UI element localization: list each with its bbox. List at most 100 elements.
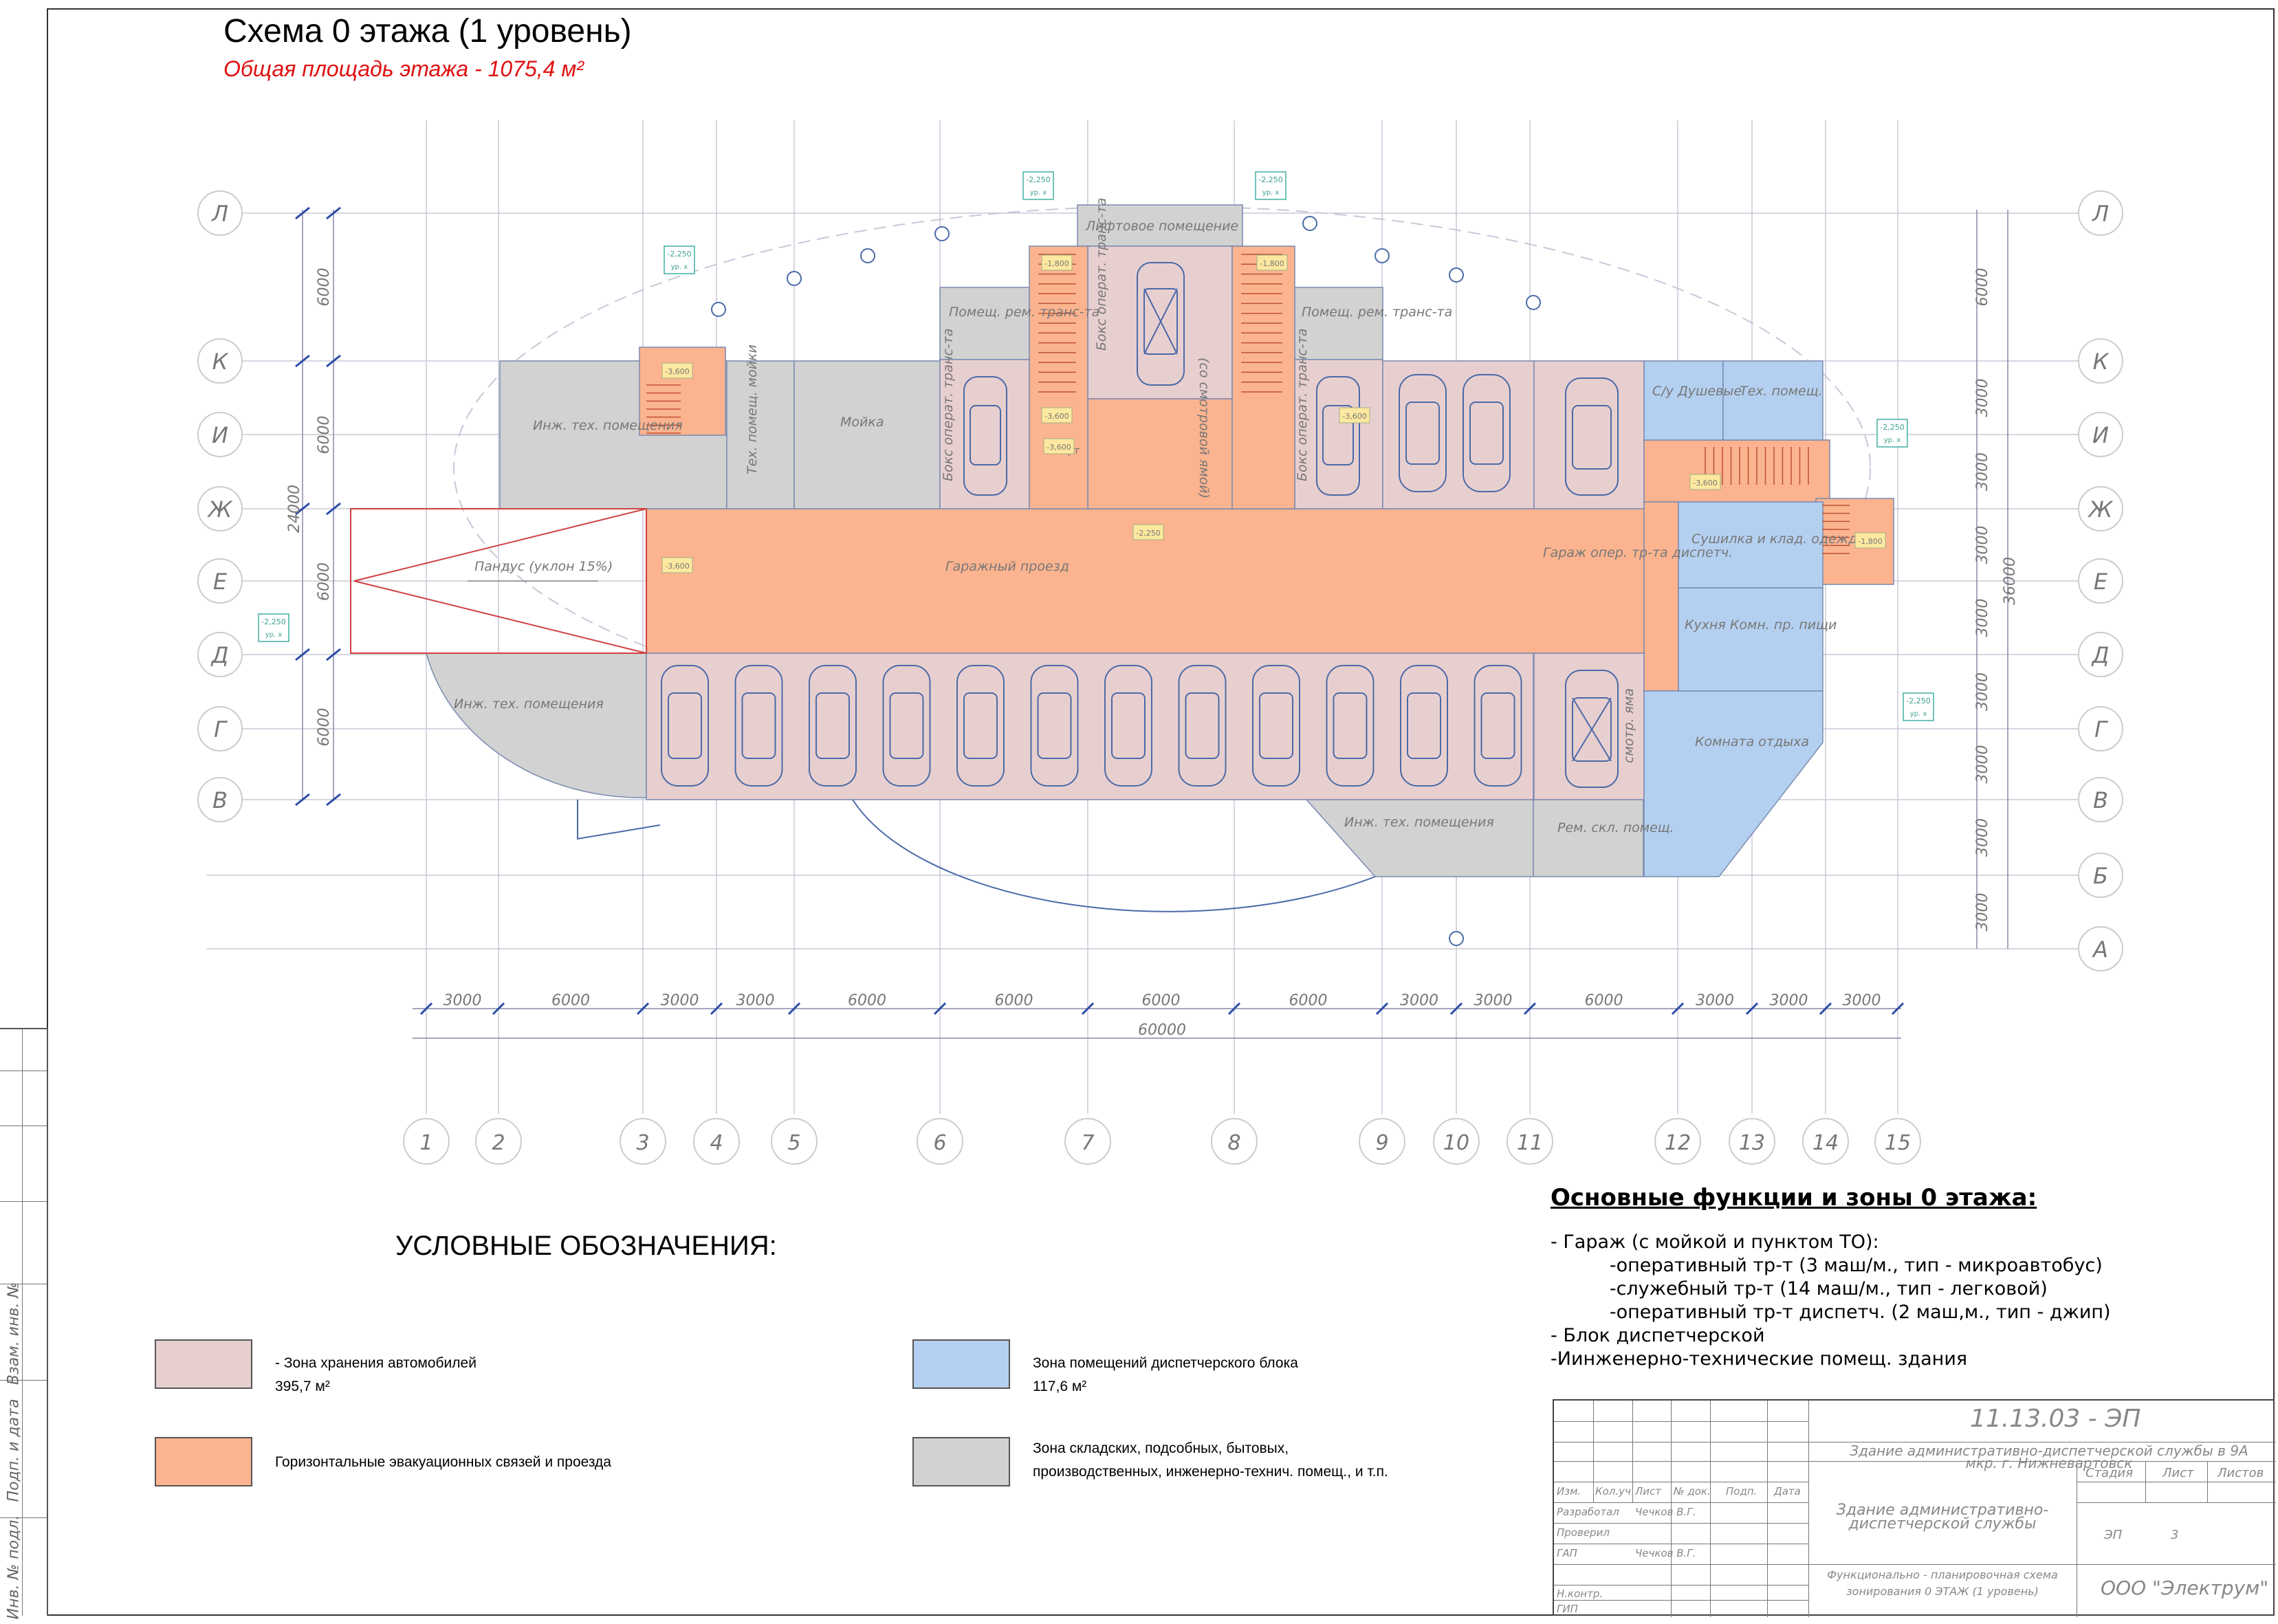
tb-col-izm: Изм.: [1557, 1485, 1581, 1497]
tb-name: Чечков В.Г.: [1635, 1506, 1696, 1518]
label-inspection: смотр. яма: [1621, 688, 1636, 763]
level-marks: -2,250-1,800-3,600-3,600-3,600-1,800-3,6…: [661, 254, 1886, 573]
axis-number: 12: [1665, 1131, 1691, 1155]
elevation-tag-value: -2,250: [1906, 696, 1930, 705]
axis-letter-right: Л: [2092, 201, 2109, 227]
legend-label-2: 117,6 м²: [1033, 1379, 1087, 1394]
level-mark: -3,600: [665, 562, 689, 571]
functions-line: -Иинженерно-технические помещ. здания: [1551, 1348, 1968, 1370]
dimension-label: 3000: [1974, 893, 1991, 932]
label-wash: Мойка: [840, 415, 884, 430]
dimension-label: 3000: [1696, 992, 1734, 1009]
functions-line: -оперативный тр-т (3 маш/м., тип - микро…: [1551, 1255, 2103, 1276]
tb-company: ООО "Электрум": [2101, 1577, 2269, 1599]
dimension-total: 60000: [1138, 1022, 1186, 1039]
elevation-tag-value: -2,250: [1026, 175, 1050, 184]
tb-col-kol: Кол.уч: [1595, 1485, 1631, 1497]
zone-inzh-bottom-left: [426, 652, 647, 798]
dimension-label: 6000: [316, 562, 333, 601]
total-area: Общая площадь этажа - 1075,4 м²: [223, 56, 584, 81]
tb-stage-label: Стадия: [2085, 1466, 2134, 1480]
axis-letter-right: К: [2093, 349, 2110, 375]
axis-number: 8: [1227, 1131, 1240, 1155]
axis-letter-left: Ж: [207, 496, 233, 523]
zone-tech-room: [1722, 360, 1824, 441]
car: [1178, 665, 1227, 787]
tb-code: 11.13.03 - ЭП: [1970, 1405, 2141, 1433]
zone-wc: [1643, 360, 1724, 441]
dimension-label: 3000: [661, 992, 699, 1009]
dimension-lines: [302, 210, 2008, 1039]
axis-letter-left: Л: [211, 201, 228, 227]
legend-swatch: [912, 1339, 1010, 1389]
label-wc: С/у Душевые: [1652, 384, 1742, 399]
axis-number: 2: [492, 1131, 505, 1155]
level-mark: -1,800: [1260, 259, 1284, 268]
label-kitchen: Кухня Комн. пр. пищи: [1685, 617, 1837, 633]
tb-role: Проверил: [1557, 1526, 1610, 1539]
legend-swatch: [912, 1437, 1010, 1486]
room-labels: Лифтовое помещение Помещ. рем. транс-та …: [454, 198, 1868, 835]
dimension-label: 6000: [316, 268, 333, 307]
dimension-label: 3000: [1974, 818, 1991, 857]
legend-label-2: производственных, инженерно-технич. поме…: [1033, 1464, 1388, 1480]
dimension-label: 6000: [1974, 268, 1991, 307]
axis-letter-right: Б: [2093, 863, 2108, 889]
tb-sheets-label: Листов: [2217, 1466, 2264, 1480]
label-repair-right: Помещ. рем. транс-та: [1302, 305, 1452, 320]
zone-corridor-right: [1643, 439, 1830, 503]
axis-number: 4: [710, 1131, 723, 1155]
tb-role: ГИП: [1557, 1603, 1578, 1615]
dimension-label: 3000: [1974, 526, 1991, 564]
level-mark: -3,600: [665, 367, 689, 376]
level-mark: -2,250: [1136, 529, 1160, 538]
level-mark: -3,600: [1047, 443, 1071, 452]
cars-bottom: [661, 665, 1522, 787]
label-repair-left: Помещ. рем. транс-та: [949, 305, 1099, 320]
car: [1326, 665, 1375, 787]
stairs: [646, 216, 1850, 946]
dimension-label: 6000: [551, 992, 590, 1009]
axis-number: 6: [933, 1131, 946, 1155]
elevation-tag-sub: ур. х: [671, 263, 688, 271]
dimension-label: 3000: [1974, 745, 1991, 784]
car: [734, 665, 783, 787]
axis-letter-right: Е: [2094, 569, 2108, 595]
axis-number: 1: [419, 1131, 432, 1155]
dimension-total: 36000: [2002, 557, 2019, 605]
axis-number: 5: [787, 1131, 800, 1155]
elevation-tag-sub: ур. х: [1262, 189, 1280, 197]
dimension-label: 6000: [316, 416, 333, 454]
functions-block: Основные функции и зоны 0 этажа: - Гараж…: [1551, 1184, 2252, 1371]
tb-role: Н.контр.: [1557, 1588, 1603, 1600]
label-inzh-bottom-left: Инж. тех. помещения: [454, 696, 604, 712]
dimension-label: 3000: [1974, 379, 1991, 417]
label-box-right: Бокс операт. транс-та: [1295, 329, 1310, 481]
axis-letter-left: Г: [214, 716, 228, 743]
elevation-tag-value: -2,250: [1258, 175, 1282, 184]
zone-elevator: [1077, 204, 1243, 247]
dimension-label: 6000: [1585, 992, 1623, 1009]
legend-label: Горизонтальные эвакуационных связей и пр…: [275, 1454, 611, 1470]
functions-line: - Блок диспетчерской: [1551, 1325, 1765, 1346]
level-mark: -1,800: [1044, 259, 1069, 268]
axis-number: 7: [1081, 1131, 1094, 1155]
tb-role: ГАП: [1557, 1547, 1577, 1559]
functions-line: - Гараж (с мойкой и пунктом ТО):: [1551, 1231, 1879, 1253]
dimension-label: 3000: [1474, 992, 1513, 1009]
tb-name: Чечков В.Г.: [1635, 1547, 1696, 1559]
bottom-arc: [852, 799, 1376, 912]
functions-line: -служебный тр-т (14 маш/м., тип - легков…: [1551, 1278, 2048, 1299]
label-inzh-bottom: Инж. тех. помещения: [1344, 815, 1494, 830]
dimension-label: 3000: [1400, 992, 1438, 1009]
label-tech-room: Тех. помещ.: [1740, 384, 1823, 399]
tb-col-list: Лист: [1635, 1485, 1662, 1497]
axis-letter-left: И: [212, 422, 228, 448]
axis-letter-left: Д: [210, 642, 229, 668]
car: [1030, 665, 1079, 787]
axis-number: 13: [1739, 1131, 1765, 1155]
